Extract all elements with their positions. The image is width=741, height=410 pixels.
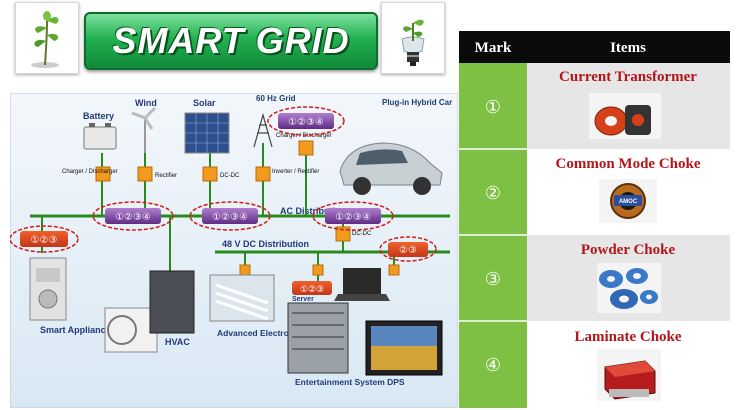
tv-image xyxy=(365,320,443,376)
item-powder-choke: Powder Choke xyxy=(581,242,676,258)
sprout-icon xyxy=(31,11,59,68)
mark-1: ① xyxy=(485,97,501,118)
converter-inverter xyxy=(255,166,271,182)
marks-items-table: Mark Items ① ② ③ ④ Current Transformer C… xyxy=(459,31,730,408)
mark-bubble-grid: ①②③④ xyxy=(267,106,345,136)
bubble-appliances-label: ①②③ xyxy=(31,235,58,246)
mark-2: ② xyxy=(485,183,501,204)
mark-3: ③ xyxy=(485,269,501,290)
converter-lighting xyxy=(239,264,251,276)
smart-appliances-image xyxy=(29,257,67,321)
bubble-right-label: ①②③④ xyxy=(335,212,371,223)
server-image xyxy=(287,302,349,374)
battery-label: Battery xyxy=(83,111,114,121)
converter-label-dc-dc: DC-DC xyxy=(220,173,240,179)
mark-bubble-server: ①②③ xyxy=(292,281,332,295)
powder-choke-image xyxy=(597,263,661,313)
smart-grid-diagram: AC Distribution 48 V DC Distribution Bat… xyxy=(10,93,458,408)
solar-label: Solar xyxy=(193,98,216,108)
ac-bus-label: AC Distribution xyxy=(280,206,346,216)
hvac-label: HVAC xyxy=(165,337,190,347)
battery-source xyxy=(83,123,117,150)
converter-dc-dc xyxy=(202,166,218,182)
laptop-image xyxy=(334,268,390,301)
converter-server xyxy=(312,264,324,276)
mark-bubble-center: ①②③④ xyxy=(189,201,271,231)
converter-charger xyxy=(95,166,111,182)
title-banner: SMART GRID xyxy=(84,12,378,70)
common-mode-choke-image: AMOC xyxy=(599,179,657,223)
items-column-header: Items xyxy=(610,40,646,56)
converter-label-dc-dc-2: DC-DC xyxy=(352,231,372,237)
item-common-mode-choke: Common Mode Choke xyxy=(556,156,701,172)
converter-rectifier xyxy=(137,166,153,182)
laminate-choke-image xyxy=(597,349,661,401)
car-label: Plug-in Hybrid Car xyxy=(382,98,452,107)
mark-column-header: Mark xyxy=(475,40,512,56)
bubble-server-label: ①②③ xyxy=(300,285,324,295)
lighting-label: Advanced Electronic Lighting xyxy=(217,328,337,338)
converter-label-car-charger: Charger / Discharger xyxy=(276,133,332,139)
converter-label-charger: Charger / Discharger xyxy=(62,169,118,175)
bubble-grid-label: ①②③④ xyxy=(288,117,324,128)
mark-bubble-left: ①②③④ xyxy=(92,201,174,231)
server-label: Server xyxy=(292,296,314,303)
wind-turbine-source xyxy=(131,106,157,153)
hybrid-car-source xyxy=(339,142,443,195)
mark-bubble-right: ①②③④ xyxy=(312,201,394,231)
grid-tower-source xyxy=(253,112,273,148)
plant-bulb-logo-right xyxy=(381,2,445,74)
converter-label-rectifier: Rectifier xyxy=(155,173,177,179)
item-laminate-choke: Laminate Choke xyxy=(574,329,681,345)
solar-panel-source xyxy=(184,112,230,154)
converter-car-charger xyxy=(298,140,314,156)
current-transformer-image xyxy=(589,93,661,139)
smart-appliances-label: Smart Appliances xyxy=(40,325,116,335)
converter-tv xyxy=(388,264,400,276)
lighting-image xyxy=(209,274,275,322)
bubble-left-label: ①②③④ xyxy=(115,212,151,223)
plant-bulb-icon xyxy=(401,19,425,66)
entertainment-label: Entertainment System DPS xyxy=(295,377,405,387)
item-current-transformer: Current Transformer xyxy=(559,69,697,85)
page-title: SMART GRID xyxy=(112,20,350,61)
mark-bubble-appliances: ①②③ xyxy=(10,225,79,253)
converter-label-inverter: Inverter / Rectifier xyxy=(272,169,319,175)
bubble-dc-label: ②③ xyxy=(399,245,417,256)
wind-label: Wind xyxy=(135,98,157,108)
bubble-center-label: ①②③④ xyxy=(212,212,248,223)
choke-label: AMOC xyxy=(619,199,638,205)
plant-logo-left xyxy=(15,2,79,74)
mark-bubble-dc: ②③ xyxy=(379,236,437,262)
hvac-image xyxy=(104,270,195,353)
grid-label: 60 Hz Grid xyxy=(256,94,296,103)
dc-bus-label: 48 V DC Distribution xyxy=(222,239,309,249)
mark-4: ④ xyxy=(485,355,501,376)
